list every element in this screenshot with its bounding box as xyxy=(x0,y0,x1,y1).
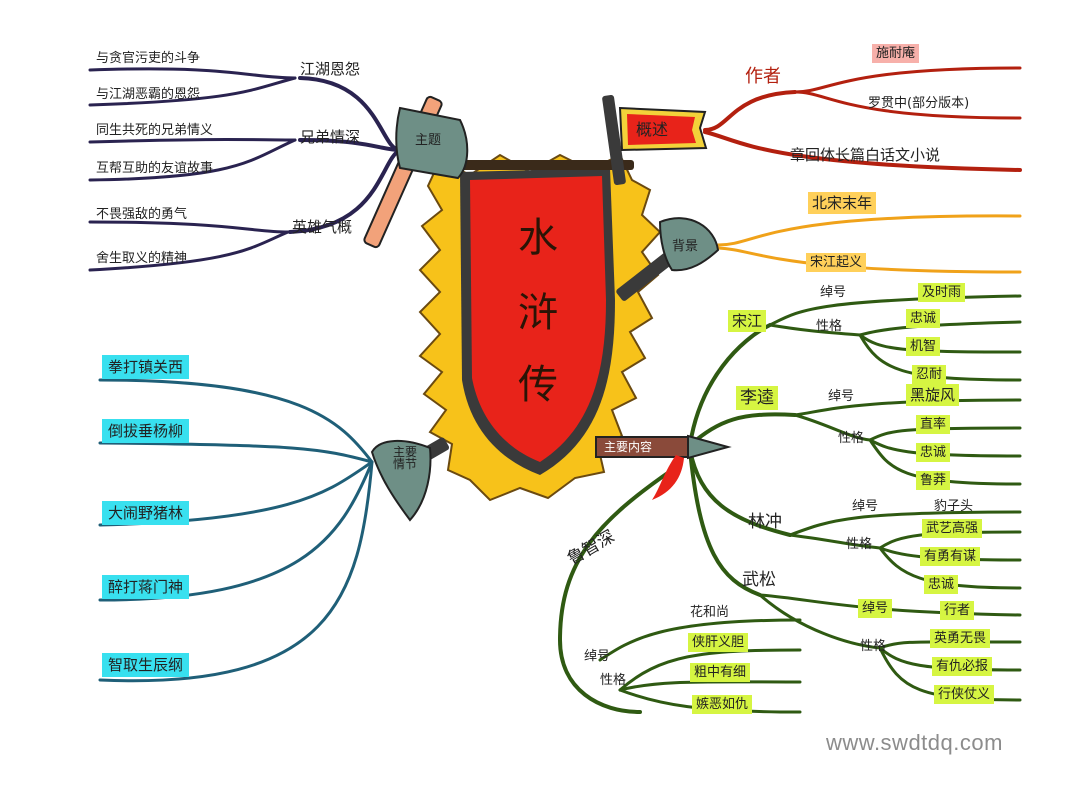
theme-group-1: 江湖恩怨 xyxy=(300,60,361,78)
plot-item-4: 醉打蒋门神 xyxy=(102,575,190,599)
overview-branch-lines xyxy=(703,66,1022,172)
char-2-trait-1: 直率 xyxy=(916,415,951,434)
char-1-trait-1: 忠诚 xyxy=(906,309,941,328)
char-5-nick: 花和尚 xyxy=(690,605,730,620)
theme-leaf-3: 同生共死的兄弟情义 xyxy=(96,123,214,138)
char-1-nick: 及时雨 xyxy=(918,283,966,302)
plot-item-2: 倒拔垂杨柳 xyxy=(102,419,190,443)
content-label: 主要内容 xyxy=(604,440,653,454)
theme-label: 主题 xyxy=(415,133,442,148)
theme-branch-lines xyxy=(88,67,402,272)
theme-leaf-4: 互帮互助的友谊故事 xyxy=(96,161,214,176)
char-3-nick-label: 绰号 xyxy=(852,499,879,514)
char-2-trait-3: 鲁莽 xyxy=(916,471,951,490)
author-2: 罗贯中(部分版本) xyxy=(868,96,970,111)
char-4-trait-label: 性格 xyxy=(860,639,887,654)
plot-item-1: 拳打镇关西 xyxy=(102,355,190,379)
overview-label: 概述 xyxy=(636,120,669,139)
overview-flag-icon xyxy=(602,94,708,186)
banner-rod xyxy=(448,160,634,170)
background-branch-lines xyxy=(716,214,1022,274)
background-label: 背景 xyxy=(672,239,699,254)
char-4-trait-3: 行侠仗义 xyxy=(934,685,995,704)
theme-group-2: 兄弟情深 xyxy=(300,128,361,146)
char-1-trait-label: 性格 xyxy=(816,319,843,334)
char-1-name: 宋江 xyxy=(728,310,767,332)
char-5-trait-3: 嫉恶如仇 xyxy=(692,695,753,714)
char-2-nick: 黑旋风 xyxy=(906,384,960,406)
char-3-trait-2: 有勇有谋 xyxy=(920,547,981,566)
theme-leaf-5: 不畏强敌的勇气 xyxy=(96,207,188,222)
char-3-trait-label: 性格 xyxy=(846,537,873,552)
watermark: www.swdtdq.com xyxy=(826,730,1003,755)
theme-leaf-6: 舍生取义的精神 xyxy=(96,251,188,266)
char-2-trait-2: 忠诚 xyxy=(916,443,951,462)
theme-leaf-2: 与江湖恶霸的恩怨 xyxy=(96,87,201,102)
content-spear-icon xyxy=(595,434,732,500)
theme-axe-icon xyxy=(363,95,469,249)
title-char-1: 水 xyxy=(518,215,558,261)
char-2-nick-label: 绰号 xyxy=(828,389,855,404)
char-3-name: 林冲 xyxy=(748,512,782,532)
plot-axe-icon xyxy=(370,437,450,522)
content-branch-lines xyxy=(557,323,797,714)
char-4-nick-label: 绰号 xyxy=(858,599,893,618)
char-3-trait-1: 武艺高强 xyxy=(922,519,983,538)
author-label: 作者 xyxy=(745,66,781,87)
char-5-trait-label: 性格 xyxy=(600,673,627,688)
central-banner xyxy=(418,153,662,502)
plot-label: 主要情节 xyxy=(392,445,417,471)
title-char-3: 传 xyxy=(518,362,558,408)
theme-leaf-1: 与贪官污吏的斗争 xyxy=(96,51,201,66)
char-3-nick: 豹子头 xyxy=(934,499,974,514)
char-4-name: 武松 xyxy=(742,570,776,590)
theme-group-3: 英雄气概 xyxy=(292,218,353,236)
background-item-1: 北宋末年 xyxy=(808,192,877,214)
char-5-trait-1: 侠肝义胆 xyxy=(688,633,749,652)
char-5-nick-label: 绰号 xyxy=(584,649,611,664)
author-1: 施耐庵 xyxy=(872,44,920,63)
char-1-trait-2: 机智 xyxy=(906,337,941,356)
char-4-trait-1: 英勇无畏 xyxy=(930,629,991,648)
char-5-trait-2: 粗中有细 xyxy=(690,663,751,682)
char-3-trait-3: 忠诚 xyxy=(924,575,959,594)
char-1-nick-label: 绰号 xyxy=(820,285,847,300)
char-4-trait-2: 有仇必报 xyxy=(932,657,993,676)
char-2-trait-label: 性格 xyxy=(838,431,865,446)
char-2-name: 李逵 xyxy=(736,386,778,410)
plot-item-5: 智取生辰纲 xyxy=(102,653,190,677)
char-4-nick: 行者 xyxy=(940,601,975,620)
background-item-2: 宋江起义 xyxy=(806,253,867,272)
banner-body xyxy=(470,176,606,462)
char-1-trait-3: 忍耐 xyxy=(912,365,947,384)
background-axe-icon xyxy=(616,217,720,301)
genre-label: 章回体长篇白话文小说 xyxy=(790,146,941,164)
plot-item-3: 大闹野猪林 xyxy=(102,501,190,525)
title-char-2: 浒 xyxy=(518,290,558,336)
